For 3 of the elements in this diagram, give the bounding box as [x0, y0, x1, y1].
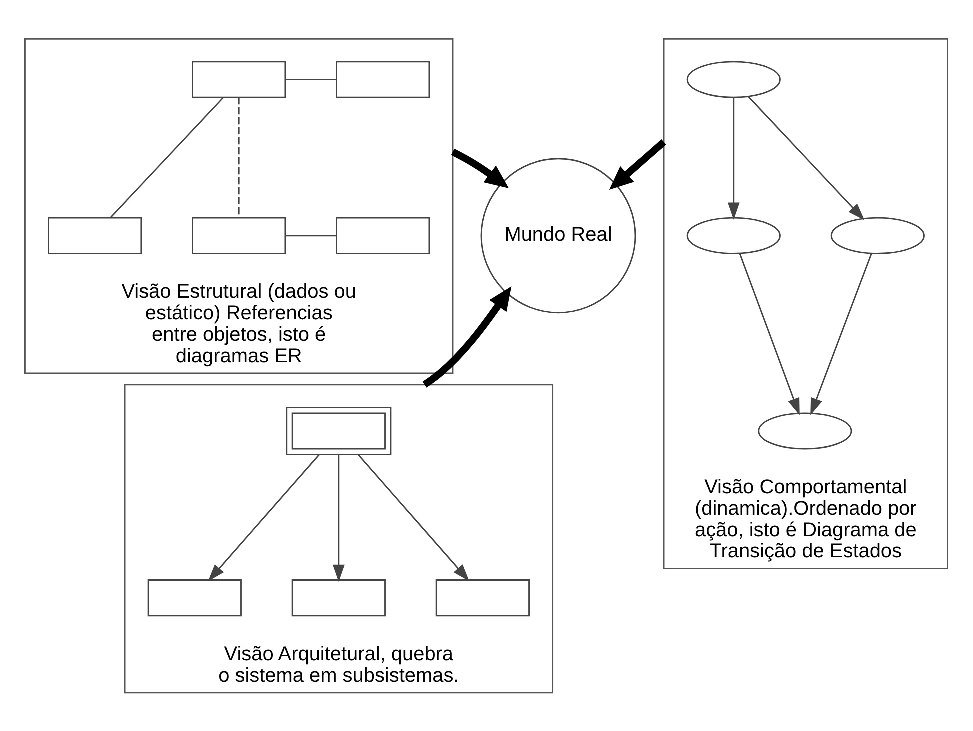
node-label: Visão Arquitetural, quebra o sistema em subsistemas. [218, 642, 460, 686]
node-label: Visão Estrutural (dados ou estático) Referencias entre objetos, isto é diagramas ER [122, 280, 356, 367]
node-label: Visão Comportamental (dinamica).Ordenado por ação, isto é Diagrama de Transição de Estados [694, 476, 917, 562]
